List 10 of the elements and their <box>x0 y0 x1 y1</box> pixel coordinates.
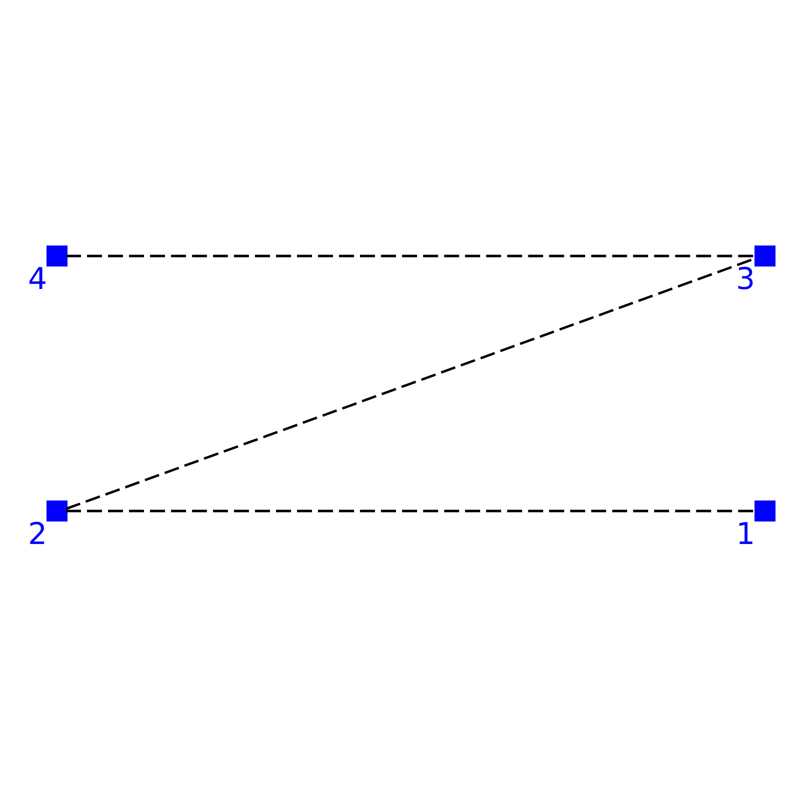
node-box <box>46 500 67 522</box>
connector <box>66 254 754 258</box>
node-label: 1 <box>735 517 755 552</box>
node-label: 3 <box>735 262 755 297</box>
node-box <box>754 246 775 266</box>
connector <box>66 510 754 512</box>
node-box <box>754 500 775 522</box>
node-label: 2 <box>27 517 47 552</box>
node-box <box>46 246 67 266</box>
node-label: 4 <box>27 262 47 297</box>
